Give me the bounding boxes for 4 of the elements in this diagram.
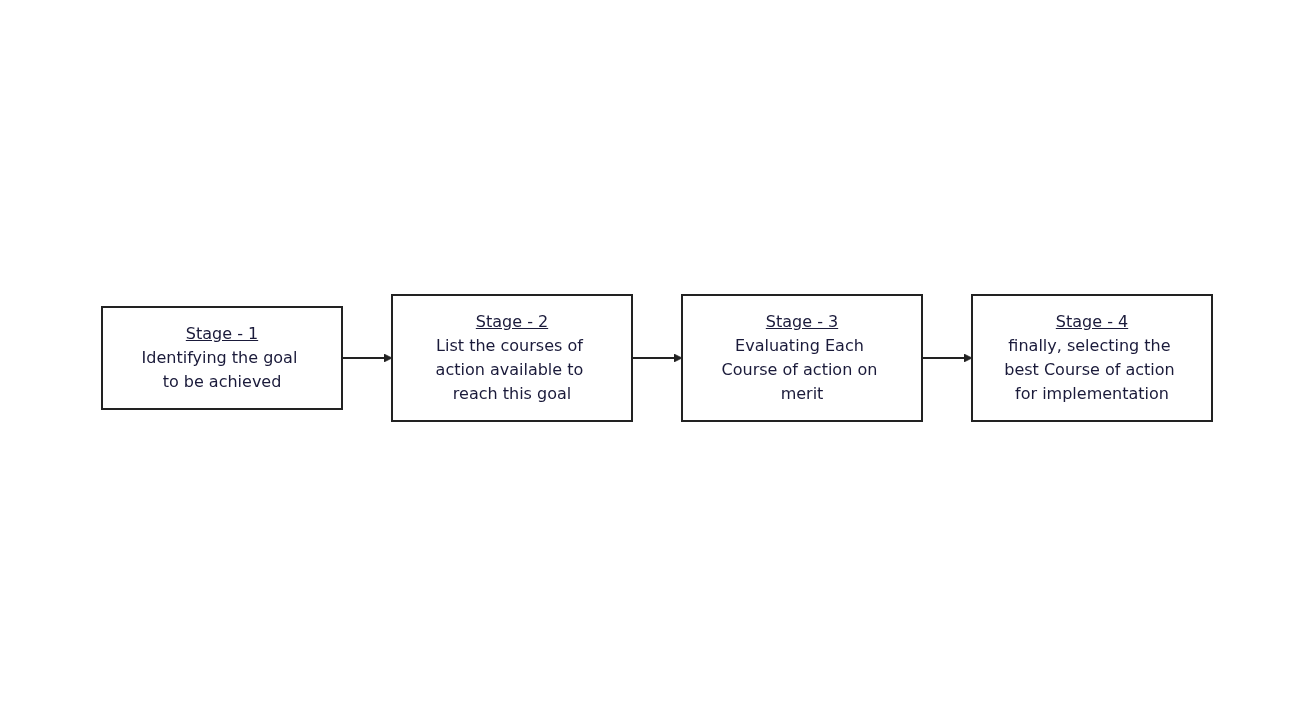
- node-box: Stage - 1 Identifying the goal to be achieved: [101, 306, 343, 410]
- node-box: Stage - 2 List the courses of action available to reach this goal: [391, 294, 633, 422]
- node-box: Stage - 4 finally, selecting the best Course of action for implementation: [971, 294, 1213, 422]
- node-box: Stage - 3 Evaluating Each Course of action on merit: [681, 294, 923, 422]
